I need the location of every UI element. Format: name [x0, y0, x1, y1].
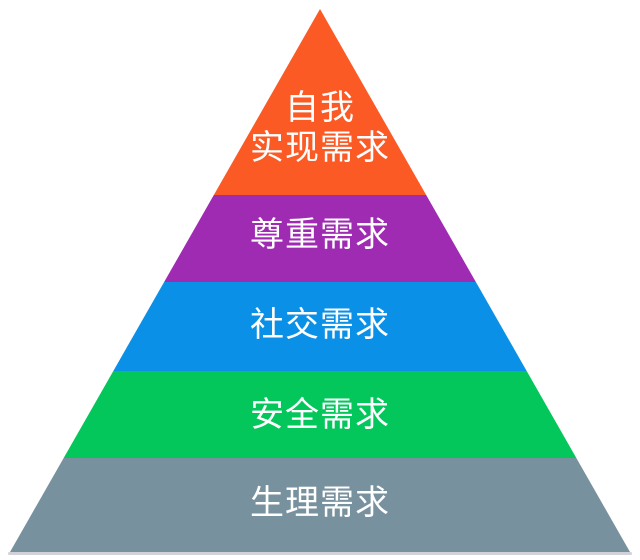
level-label-line-1: 自我: [285, 89, 355, 127]
level-label-line-2: 实现需求: [250, 129, 390, 167]
level-label-esteem: 尊重需求: [250, 215, 390, 254]
pyramid-level-self-actualization: 自我 实现需求: [10, 9, 630, 195]
level-label-physiological: 生理需求: [250, 484, 390, 522]
level-label-social: 社交需求: [250, 305, 390, 344]
pyramid-base-shadow: [8, 552, 632, 555]
level-label-safety: 安全需求: [250, 395, 390, 434]
pyramid-level-social: 社交需求: [10, 282, 630, 371]
pyramid-level-physiological: 生理需求: [10, 458, 630, 552]
level-label-self-actualization: 自我 实现需求: [250, 9, 390, 168]
pyramid-level-esteem: 尊重需求: [10, 195, 630, 282]
pyramid-level-safety: 安全需求: [10, 371, 630, 458]
